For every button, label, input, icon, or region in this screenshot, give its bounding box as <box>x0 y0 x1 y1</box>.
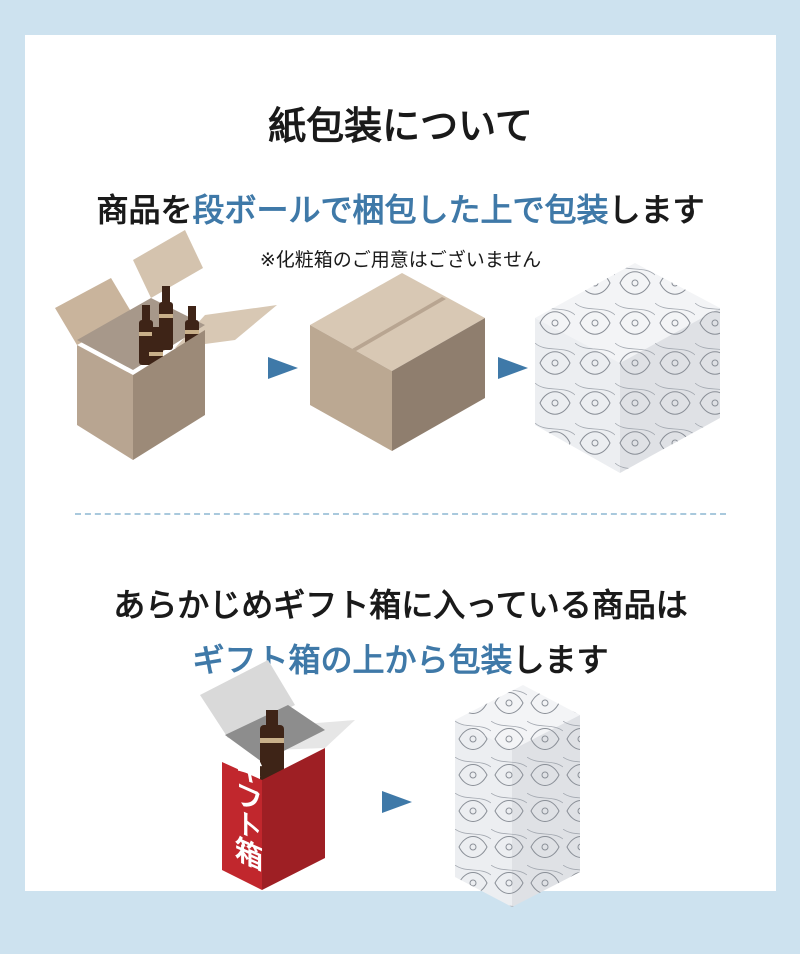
section2-heading: あらかじめギフト箱に入っている商品は <box>113 586 688 624</box>
arrow-right-icon <box>498 357 528 379</box>
open-cardboard-box-with-bottles-icon <box>55 230 277 460</box>
section1-prefix: 商品を <box>96 191 193 229</box>
content-card: 紙包装について 商品を段ボールで梱包した上で包装します ※化粧箱のご用意はござい… <box>25 35 776 907</box>
page-title: 紙包装について <box>268 104 533 148</box>
section1-heading: 商品を段ボールで梱包した上で包装します <box>25 185 776 231</box>
section-divider <box>75 513 726 515</box>
floral-wrapped-box-icon <box>535 263 720 473</box>
section1-note: ※化粧箱のご用意はございません <box>259 249 542 271</box>
section2-subheading: ギフト箱の上から包装します <box>25 635 776 681</box>
section1-suffix: します <box>608 191 705 229</box>
open-gift-box-with-bottle-icon <box>200 660 355 890</box>
section1-highlight: 段ボールで梱包した上で包装 <box>192 191 609 229</box>
gift-box-label: ギフト箱 <box>231 747 264 874</box>
arrow-right-icon <box>382 791 412 813</box>
closed-cardboard-box-icon <box>310 273 485 451</box>
arrow-right-icon <box>268 357 298 379</box>
floral-wrapped-tall-box-icon <box>455 685 580 907</box>
section2-suffix: します <box>512 641 609 679</box>
